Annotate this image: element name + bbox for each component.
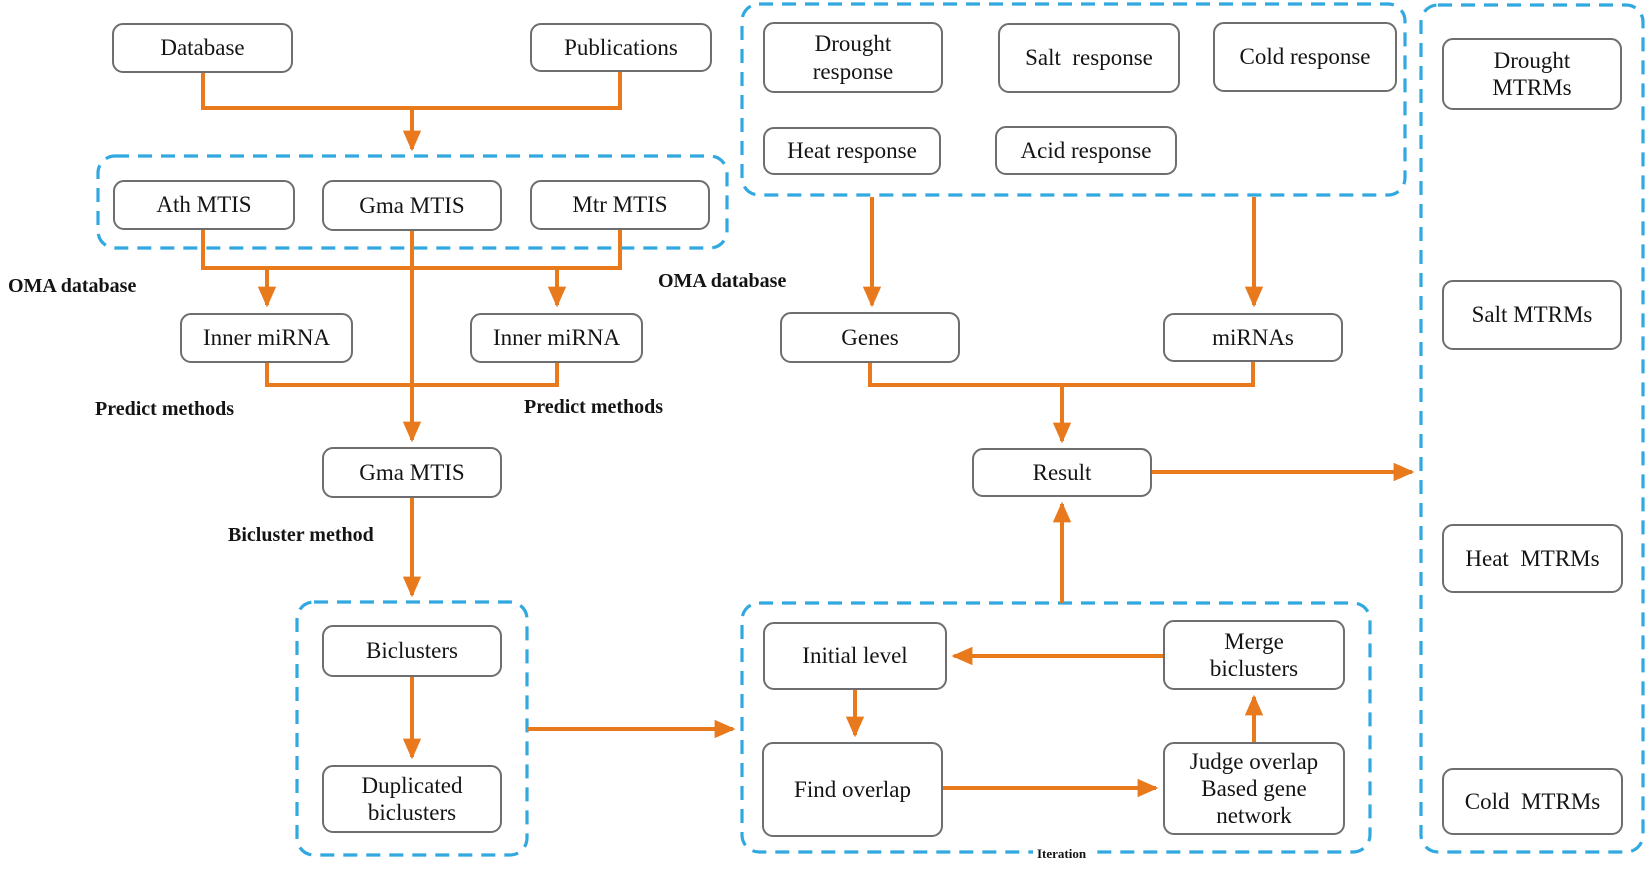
mtis-group-frame <box>96 154 729 250</box>
node-publications: Publications <box>530 23 712 72</box>
node-mirnas: miRNAs <box>1163 313 1343 362</box>
responses-group-frame <box>740 2 1407 197</box>
node-biclusters: Biclusters <box>322 625 502 677</box>
connector-inner-mirna-bus <box>265 363 559 387</box>
node-heat-mtrms: Heat MTRMs <box>1442 524 1623 593</box>
label-oma-database-right: OMA database <box>658 270 787 292</box>
node-drought-mtrms: Drought MTRMs <box>1442 38 1622 110</box>
node-database: Database <box>112 23 293 73</box>
node-acid-response: Acid response <box>995 126 1177 175</box>
node-mtr-mtis: Mtr MTIS <box>530 180 710 230</box>
node-salt-mtrms: Salt MTRMs <box>1442 280 1622 350</box>
node-heat-response: Heat response <box>763 127 941 175</box>
node-find-overlap: Find overlap <box>762 742 943 837</box>
node-initial-level: Initial level <box>763 622 947 690</box>
node-salt-response: Salt response <box>998 23 1180 93</box>
node-judge-overlap: Judge overlap Based gene network <box>1163 742 1345 835</box>
label-predict-methods-left: Predict methods <box>95 398 235 420</box>
node-genes: Genes <box>780 312 960 363</box>
node-inner-mirna-left: Inner miRNA <box>180 313 353 363</box>
node-cold-response: Cold response <box>1213 22 1397 92</box>
connector-sources-bus <box>201 72 622 110</box>
connector-genes-mirnas-bus <box>868 362 1255 387</box>
node-inner-mirna-right: Inner miRNA <box>470 313 643 363</box>
label-iteration: Iteration <box>1033 846 1091 862</box>
mtrms-group-frame <box>1419 3 1645 854</box>
node-drought-response: Drought response <box>763 22 943 93</box>
node-gma-mtis-2: Gma MTIS <box>322 447 502 498</box>
node-result: Result <box>972 448 1152 497</box>
label-bicluster-method: Bicluster method <box>228 524 374 546</box>
node-ath-mtis: Ath MTIS <box>113 180 295 230</box>
label-oma-database-left: OMA database <box>8 275 137 297</box>
label-predict-methods-right: Predict methods <box>524 396 664 418</box>
node-gma-mtis-1: Gma MTIS <box>322 180 502 231</box>
node-duplicated-biclusters: Duplicated biclusters <box>322 765 502 833</box>
node-merge-biclusters: Merge biclusters <box>1163 620 1345 690</box>
node-cold-mtrms: Cold MTRMs <box>1442 768 1623 835</box>
